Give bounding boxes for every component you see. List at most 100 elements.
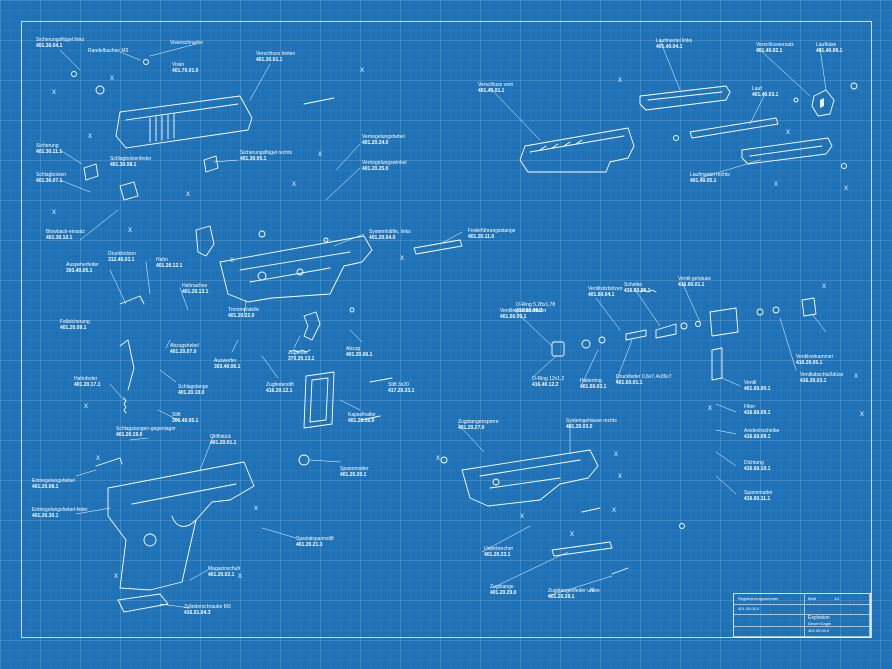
reference-x-marker: X <box>114 574 119 580</box>
part-code: 401.60.01.1 <box>616 380 643 386</box>
registration-label: Registrierungsnummer <box>738 596 779 601</box>
part-name: Schlagstange <box>178 384 209 390</box>
part-code: 401.20.29.0 <box>490 590 517 596</box>
part-code: 401.60.00.1 <box>744 386 771 392</box>
part-label: Visierschraube <box>170 40 203 46</box>
lower-parts <box>551 507 629 575</box>
part-name: O-Ring 12x1,2 <box>532 376 565 382</box>
levers-parts <box>83 155 219 467</box>
frame-half-left-part <box>219 235 373 303</box>
part-code: 401.30.11.1 <box>36 149 63 155</box>
part-code: 401.20.22.0 <box>228 313 255 319</box>
part-code: 416.60.05.1 <box>624 288 651 294</box>
part-code: 312.40.03.1 <box>108 257 135 263</box>
part-name: O-Ring 5,28x1,78 <box>516 302 556 308</box>
reference-x-marker: X <box>52 210 57 216</box>
part-code: 401.20.23.1 <box>484 552 511 558</box>
part-code: 401.40.03.1 <box>752 92 779 98</box>
reference-x-marker: X <box>822 284 827 290</box>
reference-x-marker: X <box>400 256 405 262</box>
part-code: 401.60.03.1 <box>500 314 527 320</box>
part-name: Visierschraube <box>170 40 203 46</box>
part-name: Lauf <box>752 86 762 92</box>
part-name: Spezialspannstift <box>296 536 334 542</box>
barrel-shroud-right-part <box>741 137 833 165</box>
part-code: 401.20.17.1 <box>74 382 101 388</box>
part-name: Dichtung <box>744 460 764 466</box>
part-code: 401.40.01.1 <box>478 88 505 94</box>
part-name: Verschluss vorn <box>478 82 514 88</box>
part-code: 401.30.01.1 <box>256 57 283 63</box>
part-code: 416.60.09.1 <box>744 434 771 440</box>
part-name: Abzug <box>346 346 361 352</box>
part-name: Halterring <box>580 378 602 384</box>
part-code: 401.20.03.0 <box>566 424 593 430</box>
part-code: 401.20.11.0 <box>468 234 495 240</box>
part-code: 401.30.08.1 <box>110 162 137 168</box>
part-code: 401.30.05.1 <box>240 156 267 162</box>
reference-x-marker: X <box>854 374 859 380</box>
pins-screws <box>71 59 858 529</box>
part-name: Sicherungsflügel rechts <box>240 150 292 156</box>
part-name: Anstechscheibe <box>744 428 780 434</box>
part-code: 401.70.01.0 <box>172 68 199 74</box>
part-name: Ventilsitzbolzen <box>588 286 623 292</box>
reference-x-marker: X <box>238 574 243 580</box>
part-code: 370.20.13.1 <box>288 356 315 362</box>
reference-x-marker: X <box>230 258 235 264</box>
part-name: Schlagbolzenfeder <box>110 156 152 162</box>
part-name: Laufmantel rechts <box>690 172 730 178</box>
hatch-pattern <box>820 98 824 108</box>
part-name: Zugfeder <box>288 350 309 356</box>
part-name: Auspeherfeder <box>66 262 99 268</box>
part-code: 401.20.01.1 <box>210 440 237 446</box>
part-name: Kapselhalter <box>348 412 376 418</box>
part-name: Fallsicherung <box>60 319 90 325</box>
part-name: Blowback-einsatz <box>46 229 85 235</box>
part-code: 401.20.19.0 <box>116 432 143 438</box>
part-name: Sicherung <box>36 143 59 149</box>
part-name: Hahnfeder <box>74 376 98 382</box>
part-name: Auswerfer <box>214 358 237 364</box>
part-name: Entriegelungshebel <box>32 478 75 484</box>
part-name: Ventilabschlußdüse <box>800 372 844 378</box>
part-name: Laufmantel links <box>656 38 693 44</box>
part-name: Verriegelungswinkel <box>362 160 407 166</box>
part-name: Verschluss hinten <box>256 51 296 57</box>
valve-assembly-parts <box>551 297 817 381</box>
reference-x-marker: X <box>360 68 365 74</box>
part-name: Zugstange <box>490 584 514 590</box>
reference-x-marker: X <box>614 452 619 458</box>
part-name: Ventil <box>744 380 757 386</box>
part-code: 401.30.07.1 <box>36 178 63 184</box>
part-name: Federführungsstange <box>468 228 516 234</box>
